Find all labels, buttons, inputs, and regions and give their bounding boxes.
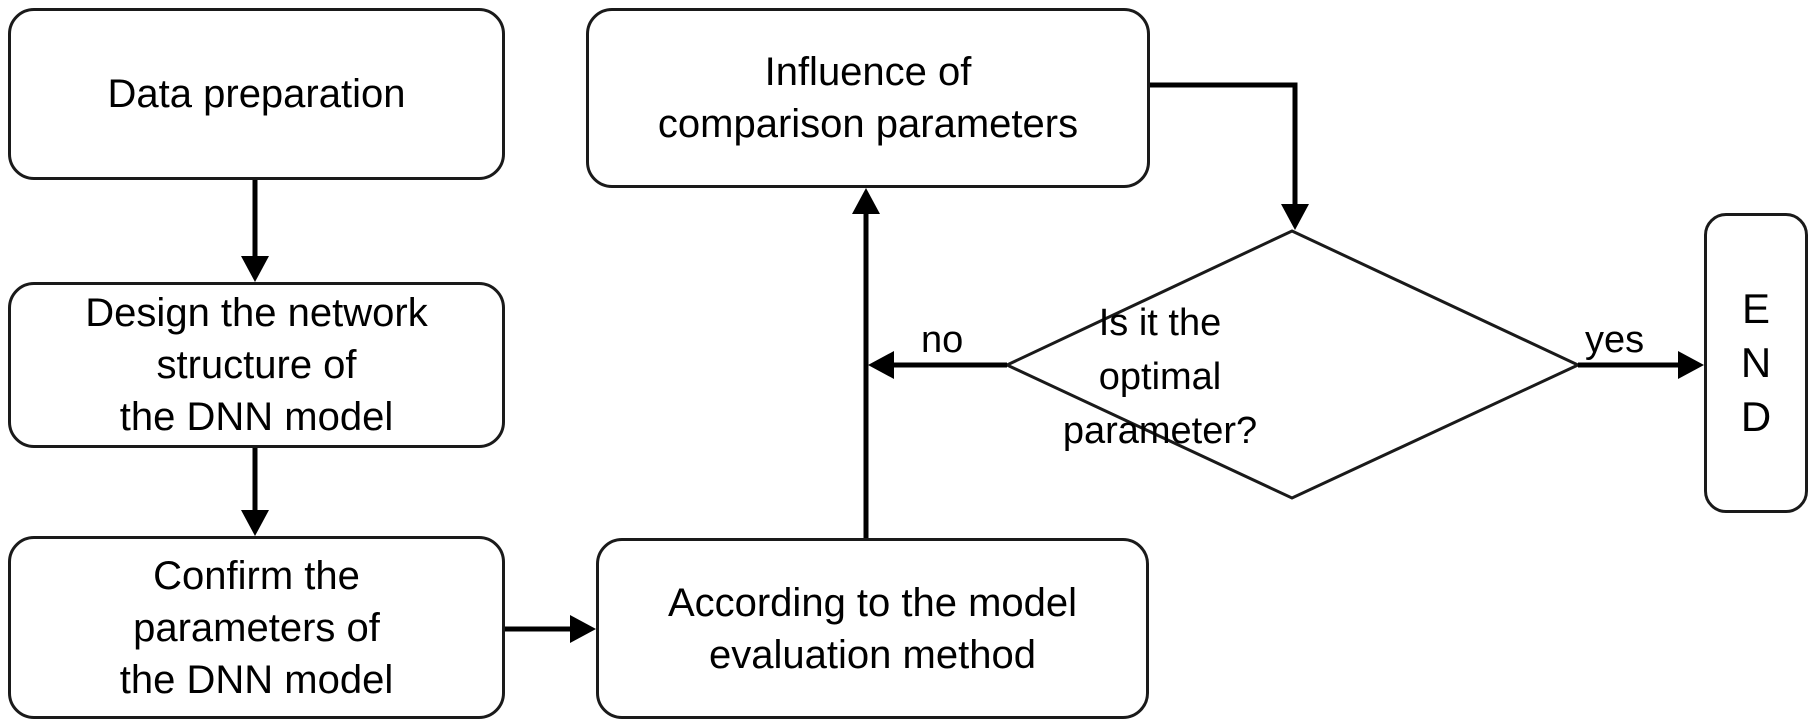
node-evaluation-method: According to the model evaluation method xyxy=(596,538,1149,719)
arrow-decision-yes xyxy=(1578,351,1704,379)
arrow-evaluation-to-influence xyxy=(852,188,880,538)
node-influence-parameters-label: Influence of comparison parameters xyxy=(657,50,1079,146)
node-data-preparation-label: Data preparation xyxy=(107,72,406,116)
edge-label-yes: yes xyxy=(1585,319,1645,361)
arrow-influence-to-decision xyxy=(1150,82,1309,230)
node-confirm-parameters: Confirm the parameters of the DNN model xyxy=(8,536,505,719)
arrow-design-to-confirm xyxy=(241,448,269,536)
decision-label: Is it the optimal parameter? xyxy=(1062,302,1258,452)
edge-label-no: no xyxy=(921,319,964,361)
node-end: E N D xyxy=(1704,213,1808,513)
node-data-preparation: Data preparation xyxy=(8,8,505,180)
node-end-label: E N D xyxy=(1740,285,1772,440)
node-confirm-parameters-label: Confirm the parameters of the DNN model xyxy=(119,553,394,702)
node-design-network-label: Design the network structure of the DNN … xyxy=(85,291,428,439)
arrow-data-to-design xyxy=(241,180,269,282)
arrow-decision-no xyxy=(868,351,1007,379)
node-influence-parameters: Influence of comparison parameters xyxy=(586,8,1150,188)
arrow-confirm-to-evaluation xyxy=(505,615,596,643)
node-design-network: Design the network structure of the DNN … xyxy=(8,282,505,448)
decision-diamond xyxy=(1003,229,1582,500)
node-evaluation-method-label: According to the model evaluation method xyxy=(667,580,1078,677)
